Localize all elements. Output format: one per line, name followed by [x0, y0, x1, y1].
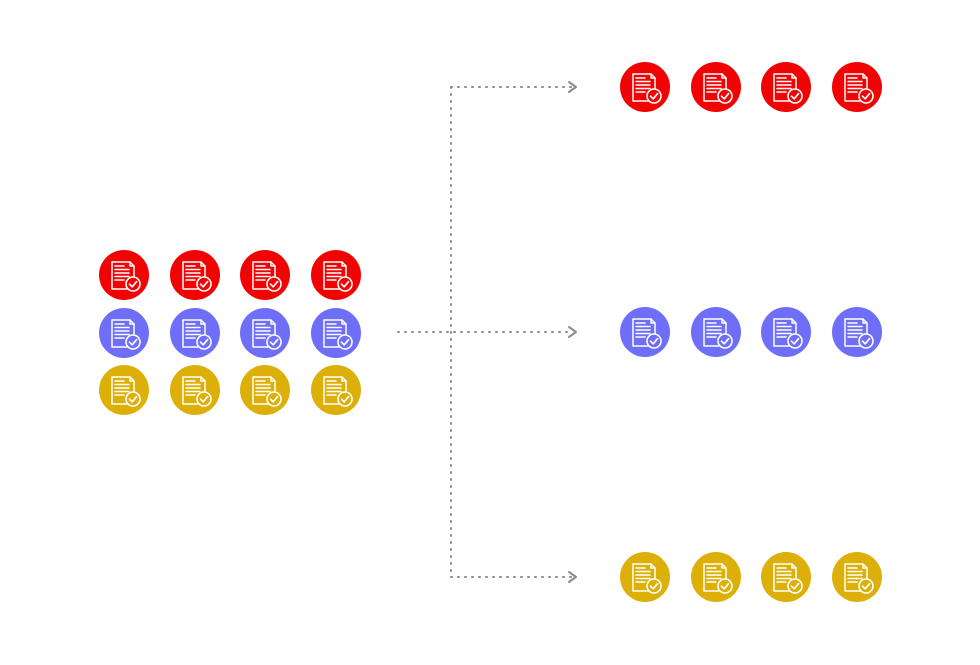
target-red-document-badge: [832, 62, 882, 112]
document-check-icon: [691, 62, 741, 112]
document-check-icon: [620, 552, 670, 602]
source-blue-document-badge: [240, 308, 290, 358]
document-check-icon: [170, 250, 220, 300]
document-check-icon: [240, 308, 290, 358]
target-yellow-document-badge: [691, 552, 741, 602]
source-yellow-document-badge: [170, 365, 220, 415]
document-check-icon: [620, 307, 670, 357]
document-check-icon: [691, 552, 741, 602]
document-check-icon: [99, 250, 149, 300]
document-check-icon: [99, 365, 149, 415]
source-yellow-document-badge: [240, 365, 290, 415]
source-blue-document-badge: [170, 308, 220, 358]
source-red-document-badge: [311, 250, 361, 300]
document-check-icon: [170, 365, 220, 415]
source-yellow-document-badge: [311, 365, 361, 415]
document-check-icon: [311, 250, 361, 300]
target-blue-document-badge: [620, 307, 670, 357]
source-blue-document-badge: [99, 308, 149, 358]
target-yellow-document-badge: [761, 552, 811, 602]
target-red-document-badge: [761, 62, 811, 112]
document-check-icon: [761, 552, 811, 602]
arrowhead-top: [568, 81, 577, 93]
document-check-icon: [832, 552, 882, 602]
document-check-icon: [170, 308, 220, 358]
document-check-icon: [832, 307, 882, 357]
target-yellow-document-badge: [832, 552, 882, 602]
source-red-document-badge: [99, 250, 149, 300]
target-red-document-badge: [691, 62, 741, 112]
document-check-icon: [691, 307, 741, 357]
target-yellow-document-badge: [620, 552, 670, 602]
target-red-document-badge: [620, 62, 670, 112]
source-blue-document-badge: [311, 308, 361, 358]
document-check-icon: [311, 365, 361, 415]
target-blue-document-badge: [761, 307, 811, 357]
document-check-icon: [620, 62, 670, 112]
document-check-icon: [311, 308, 361, 358]
target-blue-document-badge: [691, 307, 741, 357]
document-check-icon: [99, 308, 149, 358]
source-red-document-badge: [170, 250, 220, 300]
source-red-document-badge: [240, 250, 290, 300]
arrowhead-middle: [568, 326, 577, 338]
document-check-icon: [240, 250, 290, 300]
document-check-icon: [761, 62, 811, 112]
source-yellow-document-badge: [99, 365, 149, 415]
document-check-icon: [761, 307, 811, 357]
target-blue-document-badge: [832, 307, 882, 357]
document-check-icon: [240, 365, 290, 415]
arrowhead-bottom: [568, 571, 577, 583]
document-check-icon: [832, 62, 882, 112]
